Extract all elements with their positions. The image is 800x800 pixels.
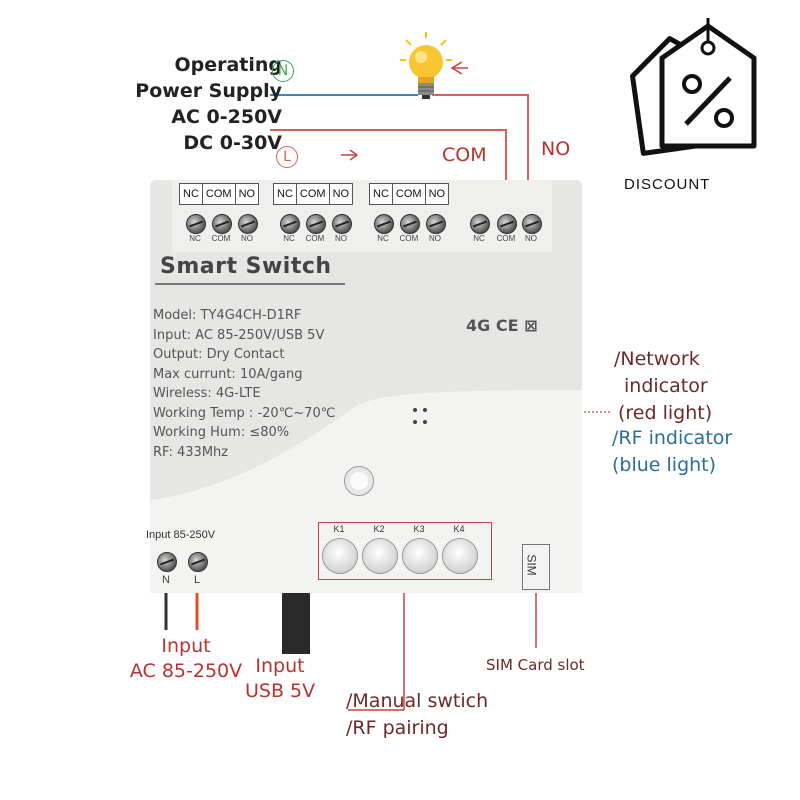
spec-line: Working Hum: ≤80%: [153, 425, 290, 440]
spec-line: Max currunt: 10A/gang: [153, 366, 303, 382]
neutral-marker: N: [272, 60, 294, 82]
input-screw-n[interactable]: [157, 552, 177, 572]
screw-terminal[interactable]: [306, 214, 326, 234]
power-supply-label: Operating Power Supply AC 0-250V DC 0-30…: [82, 52, 282, 156]
sim-card-slot[interactable]: [522, 544, 550, 590]
k3-button[interactable]: [402, 538, 438, 574]
k3-label: K3: [413, 524, 425, 534]
supply-line-4: DC 0-30V: [183, 132, 282, 154]
manual-switch-callout: /Manual swtich /RF pairing: [346, 690, 489, 739]
screw-terminal[interactable]: [280, 214, 300, 234]
pairing-button[interactable]: [344, 466, 374, 496]
screw-terminal[interactable]: [186, 214, 206, 234]
bulb-to-no-wire: [432, 94, 529, 215]
screw-terminal[interactable]: [497, 214, 517, 234]
screw-label: NO: [241, 234, 253, 243]
ac-input-callout: Input AC 85-250V: [129, 635, 243, 682]
price-tag-percent-icon: [630, 18, 757, 156]
input-screw-l[interactable]: [188, 552, 208, 572]
certification-marks: 4G CE ⊠: [466, 316, 538, 335]
rf-indicator-led: [423, 420, 427, 424]
usb-input-callout: Input USB 5V: [245, 655, 316, 702]
k1-button[interactable]: [322, 538, 358, 574]
spec-line: Input: AC 85-250V/USB 5V: [153, 327, 325, 343]
supply-line-1: Operating: [174, 54, 282, 76]
screw-label: NC: [189, 234, 201, 243]
manual-switch-group: [318, 522, 492, 580]
supply-line-3: AC 0-250V: [171, 106, 282, 128]
live-marker: L: [276, 146, 298, 168]
device-title: Smart Switch: [160, 254, 332, 279]
input-terminal-label: Input 85-250V: [146, 529, 216, 541]
screw-label: COM: [305, 234, 325, 243]
network-indicator-led: [413, 408, 417, 412]
screw-label: NO: [525, 234, 537, 243]
spec-line: Working Temp : -20℃~70℃: [153, 405, 336, 421]
screw-terminal[interactable]: [238, 214, 258, 234]
k1-label: K1: [333, 524, 345, 534]
k2-button[interactable]: [362, 538, 398, 574]
screw-terminal[interactable]: [212, 214, 232, 234]
screw-label: COM: [496, 234, 516, 243]
network-indicator-led: [423, 408, 427, 412]
screw-terminal[interactable]: [470, 214, 490, 234]
sim-slot-label: SIM: [524, 554, 539, 576]
spec-line: Model: TY4G4CH-D1RF: [153, 308, 302, 323]
light-bulb-icon: [400, 32, 452, 99]
sim-slot-callout: SIM Card slot: [486, 656, 585, 674]
screw-terminal[interactable]: [374, 214, 394, 234]
com-label: COM: [442, 144, 487, 166]
screw-terminal[interactable]: [426, 214, 446, 234]
k4-label: K4: [453, 524, 465, 534]
rf-indicator-led: [413, 420, 417, 424]
title-underline: [155, 283, 345, 285]
no-label: NO: [541, 138, 571, 160]
spec-line: Wireless: 4G-LTE: [153, 386, 261, 401]
screw-label: NO: [429, 234, 441, 243]
spec-line: Output: Dry Contact: [153, 347, 285, 362]
screw-label: NO: [335, 234, 347, 243]
screw-label: NC: [283, 234, 295, 243]
k2-label: K2: [373, 524, 385, 534]
screw-label: COM: [211, 234, 231, 243]
screw-terminal[interactable]: [522, 214, 542, 234]
screw-label: NC: [377, 234, 389, 243]
supply-line-2: Power Supply: [135, 80, 282, 102]
network-indicator-callout: /Network indicator (red light): [614, 348, 713, 424]
rf-indicator-callout: /RF indicator (blue light): [612, 427, 733, 476]
screw-label: COM: [399, 234, 419, 243]
discount-label: DISCOUNT: [624, 176, 711, 193]
k4-button[interactable]: [442, 538, 478, 574]
spec-list: Model: TY4G4CH-D1RF Input: AC 85-250V/US…: [153, 306, 335, 462]
screw-terminal[interactable]: [332, 214, 352, 234]
screw-label: NC: [473, 234, 485, 243]
usb-cable: [282, 592, 310, 654]
spec-line: RF: 433Mhz: [153, 444, 229, 460]
screw-terminal[interactable]: [400, 214, 420, 234]
input-l-label: L: [193, 574, 201, 586]
input-n-label: N: [162, 574, 170, 586]
